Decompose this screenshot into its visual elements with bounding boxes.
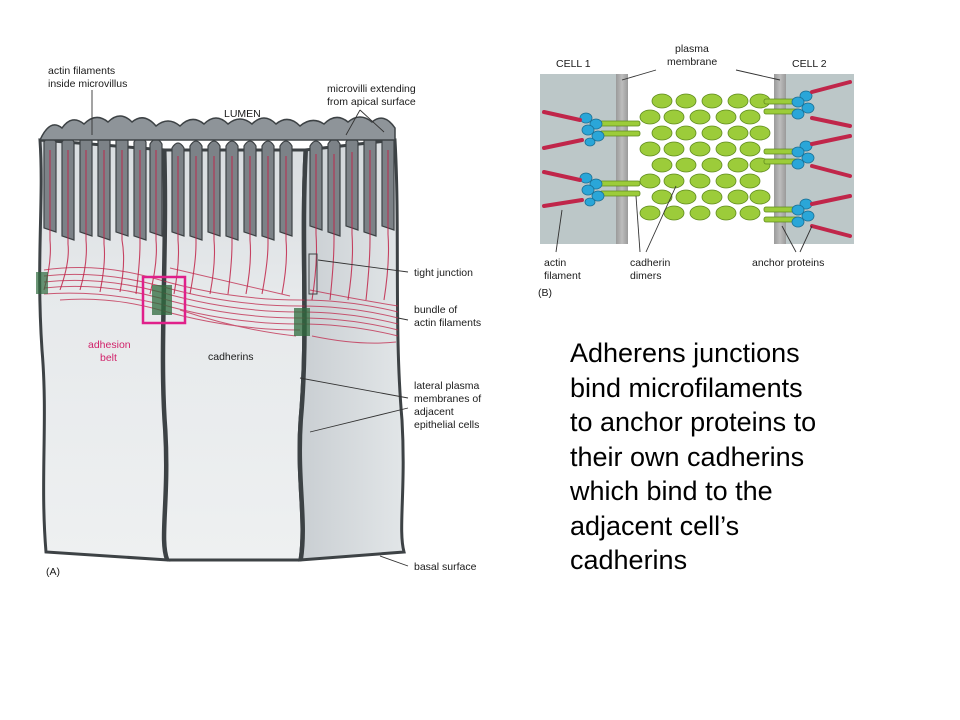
cadherin-clusters: [36, 272, 310, 336]
figure-b-labels: CELL 1 CELL 2 plasma membrane actin fila…: [538, 43, 827, 299]
label-tight-junction: tight junction: [414, 267, 473, 279]
label-adhesion-2: belt: [100, 352, 117, 364]
caption-line: adjacent cell’s: [570, 510, 740, 541]
tight-junction-marker: [308, 253, 318, 295]
caption-line: which bind to the: [570, 476, 773, 506]
lateral-membranes: [160, 149, 308, 561]
label-cadherin-dimers-2: dimers: [630, 270, 662, 282]
label-basal-surface: basal surface: [414, 561, 477, 573]
label-cell-2: CELL 2: [792, 58, 827, 70]
label-microvilli-1: microvilli extending: [327, 83, 416, 95]
figure-b-leader-lines: [555, 69, 813, 253]
adhesion-belt-highlight: [141, 275, 187, 325]
caption-text: Adherens junctions bind microfilaments t…: [570, 336, 950, 578]
label-actin-b-2: filament: [544, 270, 581, 282]
label-panel-b: (B): [538, 287, 552, 299]
label-cell-1: CELL 1: [556, 58, 591, 70]
cadherin-dimers: [599, 93, 801, 223]
label-lateral-3: adjacent: [414, 406, 454, 418]
label-bundle-1: bundle of: [414, 304, 457, 316]
label-cadherins: cadherins: [208, 351, 254, 363]
label-plasma-2: membrane: [667, 56, 717, 68]
caption-line: bind microfilaments: [570, 372, 803, 403]
label-anchor-proteins: anchor proteins: [752, 257, 824, 269]
actin-filaments-b: [542, 80, 852, 238]
label-actin-inside-2: inside microvillus: [48, 78, 127, 90]
label-microvilli-2: from apical surface: [327, 96, 416, 108]
anchor-proteins: [579, 90, 815, 228]
plasma-membrane-left: [616, 74, 628, 244]
figure-b-junction: [540, 74, 854, 244]
caption-line: cadherins: [570, 545, 688, 575]
apical-surface: [38, 115, 396, 141]
actin-bundle: [43, 267, 399, 344]
figure-a-leader-lines: [91, 90, 409, 567]
caption-line: Adherens junctions: [570, 338, 800, 368]
figure-a-epithelium: [36, 115, 406, 562]
label-actin-b-1: actin: [544, 257, 566, 269]
label-lateral-4: epithelial cells: [414, 419, 479, 431]
label-actin-inside-1: actin filaments: [48, 65, 115, 77]
actin-filaments: [43, 150, 390, 301]
label-plasma-1: plasma: [675, 43, 709, 55]
label-cadherin-dimers-1: cadherin: [630, 257, 670, 269]
label-bundle-2: actin filaments: [414, 317, 481, 329]
label-lumen: LUMEN: [224, 108, 261, 120]
label-panel-a: (A): [46, 566, 60, 578]
cell-1-cytoplasm: [540, 74, 616, 244]
caption-line: their own cadherins: [570, 441, 805, 472]
label-lateral-1: lateral plasma: [414, 380, 480, 392]
label-lateral-2: membranes of: [414, 393, 481, 405]
figure-a-labels: actin filaments inside microvillus LUMEN…: [46, 65, 481, 578]
caption-line: to anchor proteins to: [570, 407, 817, 437]
label-adhesion-1: adhesion: [88, 339, 131, 351]
